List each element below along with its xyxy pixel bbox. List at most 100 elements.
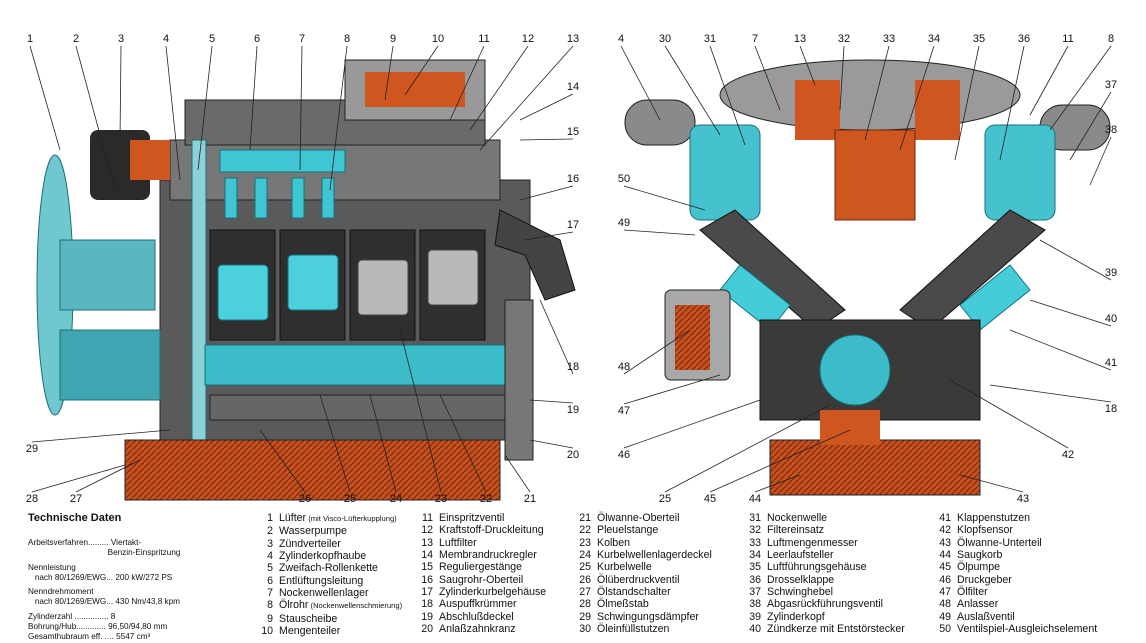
legend-item-number: 12 [421,524,433,537]
right-callout-number: 39 [1105,267,1117,279]
technical-data-row: Nenndrehmoment [28,587,94,597]
technical-data-row: Nennleistung [28,562,76,572]
legend-item-label: Nockenwellenlager [279,587,369,600]
left-callout-number: 21 [524,493,536,505]
legend-item-number: 33 [749,536,761,549]
legend-item-number: 18 [421,598,433,611]
right-leader-line [899,45,935,151]
legend-item-number: 31 [749,512,761,524]
legend-item-label: Zweifach-Rollenkette [279,562,378,575]
left-callout-number: 10 [432,33,444,45]
right-leader-line [1069,91,1112,161]
right-callout-number: 48 [618,361,630,373]
legend-item-number: 32 [749,524,761,537]
right-leader-line [1029,299,1112,327]
legend-item-number: 26 [579,573,591,586]
left-callout-number: 9 [390,33,396,45]
right-leader-line [623,374,721,405]
legend-item-label: Kraftstoff-Druckleitung [439,524,544,537]
right-callout-number: 44 [749,493,761,505]
legend-item-label: Membrandruckregler [439,549,537,562]
right-callout-number: 38 [1105,124,1117,136]
left-callout-number: 8 [344,33,350,45]
right-callout-number: 4 [618,33,624,45]
left-callout-number: 27 [70,493,82,505]
legend-item: 21 Ölwanne-Oberteil [570,512,712,524]
left-callout-number: 15 [567,126,579,138]
legend-item-label: Zündkerze mit Entstörstecker [767,623,905,636]
right-leader-line [799,45,816,86]
legend-item-number: 16 [421,573,433,586]
legend-item-label: Schwingungsdämpfer [597,610,699,623]
right-callout-number: 25 [659,493,671,505]
legend-item-label: Auspuffkrümmer [439,598,517,611]
right-leader-line [864,45,890,141]
legend-item-number: 21 [579,512,591,524]
left-leader-line [31,429,171,443]
right-leader-line [620,45,661,121]
legend-item-number: 42 [939,524,951,537]
legend-item-label: Stauscheibe [279,612,338,625]
legend-item-number: 19 [421,610,433,623]
technical-data-row: Gesamthubraum eff. .... 5547 cm³ [28,632,151,642]
technical-data-title: Technische Daten [28,512,122,524]
legend-item-number: 13 [421,536,433,549]
left-callout-number: 14 [567,81,579,93]
left-callout-number: 20 [567,449,579,461]
right-callout-number: 11 [1062,33,1073,45]
left-leader-line [299,45,303,171]
legend-item-label: Abschlußdeckel [439,610,514,623]
left-callout-number: 24 [390,493,402,505]
legend-item-number: 48 [939,598,951,611]
legend-item-number: 5 [267,562,273,575]
right-leader-line [999,45,1025,161]
legend-item-number: 30 [579,623,591,636]
legend-item-number: 27 [579,586,591,599]
left-callout-number: 13 [567,33,579,45]
right-leader-line [1029,45,1069,116]
right-callout-number: 49 [618,217,630,229]
legend-item-number: 36 [749,573,761,586]
legend-item-label: Zylinderkopf [767,610,825,623]
left-callout-number: 1 [27,33,33,45]
right-leader-line [1089,136,1112,186]
left-leader-line [119,45,122,141]
left-callout-number: 12 [522,33,534,45]
right-callout-number: 40 [1105,313,1117,325]
right-callout-number: 30 [659,33,671,45]
left-leader-line [29,45,61,151]
right-leader-line [623,229,696,236]
technical-data-row: nach 80/1269/EWG... 200 kW/272 PS [28,572,173,582]
left-leader-line [399,329,442,493]
legend-item-label: Ölwanne-Oberteil [597,512,680,524]
legend-item-label: Kolben [597,536,630,549]
legend-item-label: Leerlaufsteller [767,549,834,562]
technical-data-row: Zylinderzahl ............... 8 [28,611,116,621]
technical-data-row: Benzin-Einspritzung [28,548,181,558]
left-leader-line [384,45,394,101]
right-callout-number: 41 [1105,357,1117,369]
legend-item-number: 47 [939,586,951,599]
